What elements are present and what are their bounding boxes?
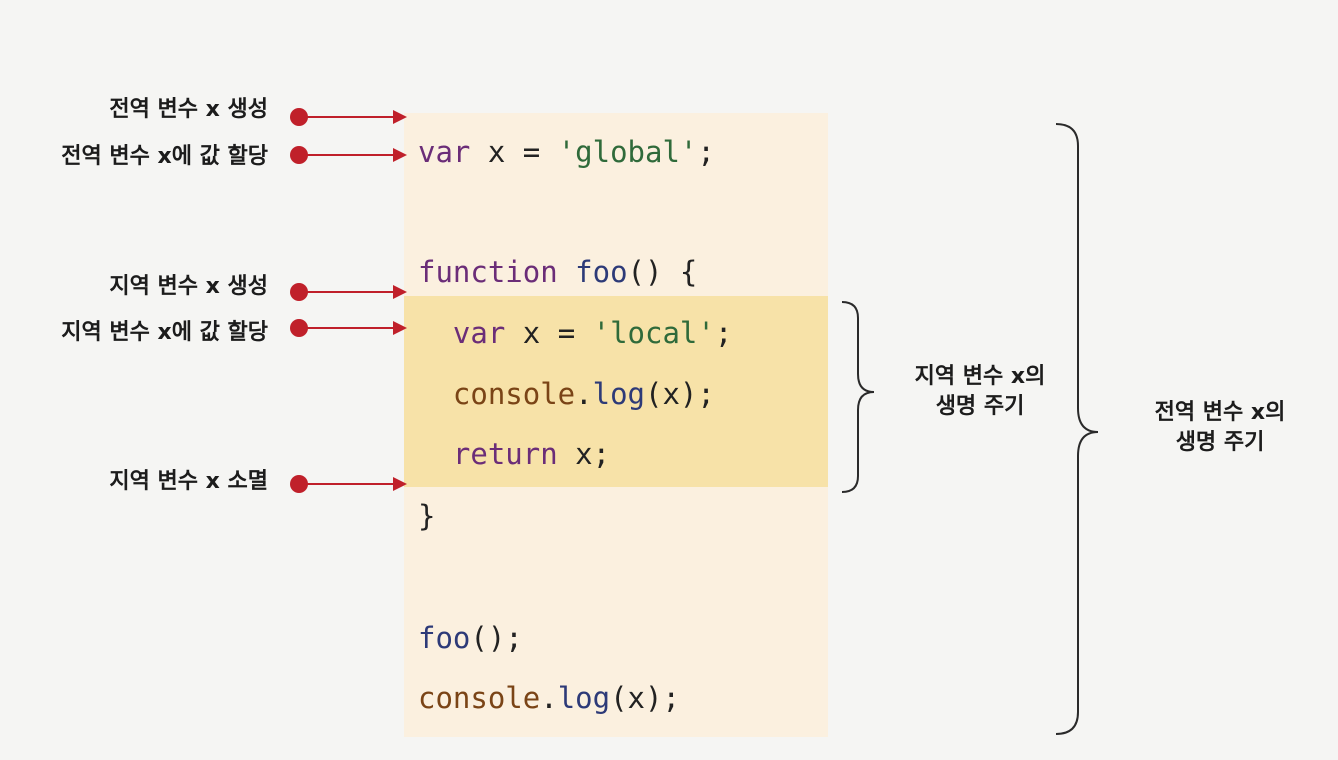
code-text: } [418,499,436,533]
global-lifecycle-label-line2: 생명 주기 [1175,430,1265,455]
global-lifecycle-brace [1055,123,1099,735]
arrowhead-local-create [393,285,407,299]
marker-dot-local-assign [290,319,308,337]
method-name: log [592,377,645,411]
code-text: x = [505,316,593,350]
code-text: () { [627,255,698,289]
global-lifecycle-label-line1: 전역 변수 x의 [1154,400,1286,425]
code-line-console-log-outer: console.log(x); [418,678,680,718]
console-object: console [452,377,576,411]
function-name: foo [418,621,471,655]
code-line-foo-call: foo(); [418,618,523,658]
code-line-closing-brace: } [418,496,435,536]
arrow-global-create [307,116,395,118]
marker-dot-local-create [290,283,308,301]
console-object: console [418,681,541,715]
arrowhead-global-assign [393,148,407,162]
arrow-local-assign [307,327,395,329]
string-literal: 'local' [592,316,715,350]
code-text: x; [557,437,611,471]
method-name: log [557,681,611,715]
marker-dot-global-assign [290,146,308,164]
marker-dot-local-destroy [290,475,308,493]
code-text: (x); [610,681,680,715]
marker-dot-global-create [290,108,308,126]
code-text: (); [470,621,523,655]
code-text: ; [697,135,715,169]
arrowhead-local-destroy [393,477,407,491]
keyword: var [452,316,506,350]
keyword: var [418,135,471,169]
arrowhead-local-assign [393,321,407,335]
code-line-local-var: var x = 'local'; [418,313,732,353]
code-text: ; [714,316,733,350]
code-text: (x); [645,377,715,411]
arrow-local-destroy [307,483,395,485]
arrow-global-assign [307,154,395,156]
local-lifecycle-label-line2: 생명 주기 [935,394,1025,419]
local-scope-highlight [404,296,828,487]
keyword: return [452,437,558,471]
code-line-return: return x; [418,434,610,474]
code-line-console-log-inner: console.log(x); [418,374,715,414]
keyword: function [418,255,558,289]
local-lifecycle-label: 지역 변수 x의 생명 주기 [882,362,1078,422]
label-local-destroy: 지역 변수 x 소멸 [109,469,268,494]
label-global-create: 전역 변수 x 생성 [109,97,268,122]
code-text: . [575,377,593,411]
local-lifecycle-brace [841,301,875,493]
label-local-create: 지역 변수 x 생성 [109,274,268,299]
local-lifecycle-label-line1: 지역 변수 x의 [914,364,1046,389]
label-global-assign: 전역 변수 x에 값 할당 [61,144,268,169]
label-local-assign: 지역 변수 x에 값 할당 [61,320,268,345]
code-text: x = [470,135,558,169]
code-text: . [540,681,558,715]
arrowhead-global-create [393,110,407,124]
string-literal: 'global' [557,135,698,169]
arrow-local-create [307,291,395,293]
code-line-global-var: var x = 'global'; [418,132,715,172]
function-name: foo [575,255,628,289]
code-line-function-decl: function foo() { [418,252,697,292]
global-lifecycle-label: 전역 변수 x의 생명 주기 [1120,398,1320,458]
